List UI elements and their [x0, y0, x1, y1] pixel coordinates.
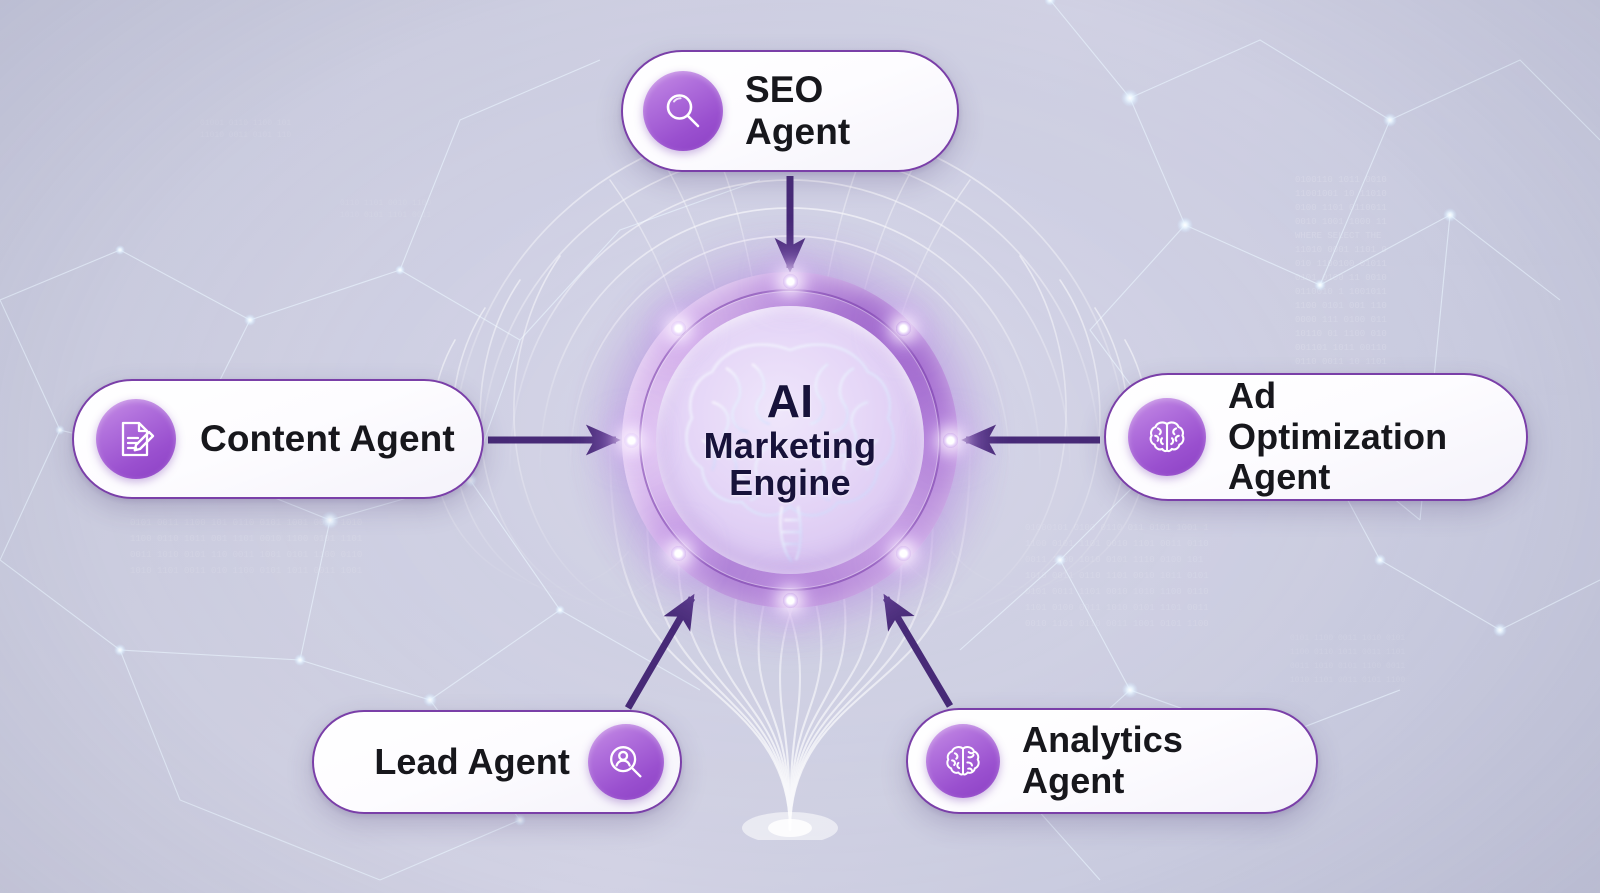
hub-label-line3: Engine — [729, 462, 851, 504]
agent-label-line2: Agent — [1228, 456, 1331, 498]
svg-text:0000 111 0100 011: 0000 111 0100 011 — [1295, 315, 1387, 325]
hub-glow-node — [896, 546, 911, 561]
hub-inner-disc: AI Marketing Engine — [656, 306, 924, 574]
svg-text:1100 0101 001 110: 1100 0101 001 110 — [1295, 301, 1387, 311]
svg-text:1100 0110 1011 0011 1101: 1100 0110 1011 0011 1101 — [1290, 648, 1405, 657]
svg-text:0011 1100 1010 0101 1110 0100: 0011 1100 1010 0101 1110 0100 101 — [1025, 555, 1203, 565]
svg-text:0101 0011 1101 0010 1010 1100: 0101 0011 1101 0010 1010 1100 0110 — [1025, 587, 1209, 597]
agent-label-seo: SEO Agent — [745, 69, 851, 152]
hub-label: AI Marketing Engine — [656, 306, 924, 574]
hub-label-line2: Marketing — [703, 424, 877, 466]
agent-card-analytics[interactable]: Analytics Agent — [906, 708, 1318, 814]
svg-text:0110 1101 0010 1100: 0110 1101 0010 1100 — [340, 199, 431, 208]
agent-card-lead[interactable]: Lead Agent — [312, 710, 682, 814]
svg-text:0010 1101 0110 0011 1001 0101: 0010 1101 0110 0011 1001 0101 1100 — [1025, 619, 1209, 629]
svg-text:1010 1101 0011 0101 1100: 1010 1101 0011 0101 1100 — [1290, 676, 1405, 685]
svg-text:0100110 1011 0010: 0100110 1011 0010 — [1295, 175, 1387, 185]
hub-glow-node — [783, 593, 798, 608]
svg-text:1010 0011 0110 1101 0010 1011: 1010 0011 0110 1101 0010 1011 0101 — [1025, 571, 1209, 581]
hub-glow-node — [783, 274, 798, 289]
svg-text:001101 1011 00110: 001101 1011 00110 — [1295, 343, 1387, 353]
svg-text:0011 1010 0101 110 0011 1001 0: 0011 1010 0101 110 0011 1001 0101 1100 0… — [130, 550, 362, 560]
brain-icon — [926, 724, 1000, 798]
agent-label-analytics: Analytics Agent — [1022, 719, 1183, 801]
svg-text:0110 0011 10 1101: 0110 0011 10 1101 — [1295, 357, 1387, 367]
svg-text:0101 0011 1100 101 0110 0101 1: 0101 0011 1100 101 0110 0101 1001 0011 1… — [130, 518, 362, 528]
ai-marketing-engine-hub[interactable]: AI Marketing Engine — [560, 210, 1020, 670]
svg-text:1100 0101 1101 0010 1101 0011: 1100 0101 1101 0010 1101 0011 0110 — [1025, 539, 1209, 549]
svg-text:1010 0101 1101 0011: 1010 0101 1101 0011 — [340, 211, 431, 220]
svg-text:0101 0100 11 0010: 0101 0100 11 0010 — [1295, 273, 1387, 283]
agent-label-line1: Ad Optimization — [1228, 374, 1448, 457]
svg-text:WHERE SELECT THE: WHERE SELECT THE — [1295, 231, 1381, 241]
brain-icon — [685, 343, 895, 563]
svg-text:11010 0001 1101 0: 11010 0001 1101 0 — [1295, 245, 1387, 255]
svg-text:01001 0110 1100 101: 01001 0110 1100 101 — [200, 119, 291, 128]
agent-card-seo[interactable]: SEO Agent — [621, 50, 959, 172]
svg-text:0100 1101 0110011: 0100 1101 0110011 — [1295, 203, 1387, 213]
svg-text:0110010 1 1001011: 0110010 1 1001011 — [1295, 287, 1387, 297]
svg-text:0101 1100 0011 1010 0101: 0101 1100 0011 1010 0101 — [1290, 634, 1405, 643]
person-search-icon — [588, 724, 664, 800]
document-pencil-icon — [96, 399, 176, 479]
svg-text:1101 0100 0011 1010 0101 1101: 1101 0100 0011 1010 0101 1101 0011 — [1025, 603, 1209, 613]
agent-label-content: Content Agent — [200, 418, 455, 460]
brain-icon — [1128, 398, 1206, 476]
hub-glow-node — [943, 433, 958, 448]
svg-text:01000101 0100 0110 011 0101 10: 01000101 0100 0110 011 0101 1001 1 — [1025, 523, 1209, 533]
hub-label-line1: AI — [766, 374, 814, 427]
hub-glow-node — [624, 433, 639, 448]
svg-text:0011 1010 0101 1100 0011: 0011 1010 0101 1100 0011 — [1290, 662, 1405, 671]
svg-text:0010 1001 1000 11: 0010 1001 1000 11 — [1295, 217, 1387, 227]
hub-glow-node — [896, 321, 911, 336]
svg-text:10110 01 1100 010: 10110 01 1100 010 — [1295, 329, 1387, 339]
hub-inner-ring-line — [639, 289, 941, 591]
magnifier-icon — [643, 71, 723, 151]
svg-text:010 1100100 01011: 010 1100100 01011 — [1295, 259, 1387, 269]
agent-card-content[interactable]: Content Agent — [72, 379, 484, 499]
agent-label-lead: Lead Agent — [374, 740, 570, 782]
svg-text:11010 0011 0101 110: 11010 0011 0101 110 — [200, 131, 291, 140]
svg-text:1010 1101 0011 010 1100 0101 1: 1010 1101 0011 010 1100 0101 1011 0011 1… — [130, 566, 362, 576]
svg-text:1100 0110 1011 001 1101 0010 1: 1100 0110 1011 001 1101 0010 1100 0101 1… — [130, 534, 362, 544]
hub-glow-node — [671, 546, 686, 561]
svg-text:11001001 10 11010: 11001001 10 11010 — [1295, 189, 1387, 199]
hub-glow-node — [671, 321, 686, 336]
